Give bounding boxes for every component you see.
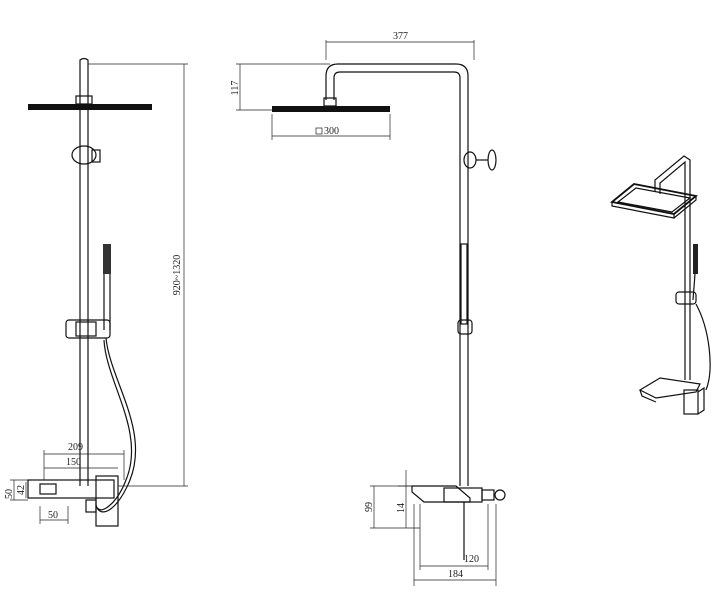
dim-depth-184: 184 <box>448 569 463 580</box>
shower-head-side <box>272 106 390 112</box>
slide-holder <box>65 319 111 339</box>
bracket-knob <box>91 149 101 163</box>
dim-height-42: 42 <box>16 485 27 495</box>
perspective-slide-holder <box>675 291 697 305</box>
perspective-hose <box>695 303 711 391</box>
side-view: 377 117 300 99 <box>230 31 506 586</box>
dim-width-150: 150 <box>66 457 81 468</box>
riser-top-cap <box>79 57 89 66</box>
dim-head-size: 300 <box>324 126 339 137</box>
hand-shower-head <box>103 244 111 274</box>
shower-head-connector <box>75 95 93 105</box>
perspective-hand-shower <box>693 244 698 274</box>
perspective-mixer-handle <box>683 389 699 415</box>
shower-arm-inner <box>333 71 461 486</box>
front-view: 920~1320 209 150 50 42 50 <box>4 57 188 527</box>
side-slide-holder <box>457 319 473 335</box>
dim-mixer-height: 99 <box>364 502 375 512</box>
dim-arm-height: 117 <box>230 81 241 96</box>
dim-height-50: 50 <box>4 489 15 499</box>
side-hand-shower <box>460 243 468 325</box>
perspective-arm <box>654 155 691 380</box>
perspective-mixer-spout <box>638 377 701 399</box>
pipe-bracket <box>71 145 97 165</box>
side-bracket <box>463 151 477 169</box>
dim-depth-120: 120 <box>464 554 479 565</box>
side-mixer-knob <box>494 489 506 501</box>
shower-arm-outer <box>325 63 469 486</box>
dim-width-50: 50 <box>48 510 58 521</box>
dim-spout-height: 14 <box>396 503 407 513</box>
dim-width-209: 209 <box>68 442 83 453</box>
shower-head-front <box>28 104 152 110</box>
side-mixer-body <box>443 487 483 503</box>
dim-height-range: 920~1320 <box>172 255 183 295</box>
perspective-view <box>609 155 711 415</box>
dim-arm-length: 377 <box>393 31 408 42</box>
perspective-shower-head <box>609 183 699 215</box>
shower-hose <box>95 337 137 513</box>
mixer-body <box>27 479 115 499</box>
